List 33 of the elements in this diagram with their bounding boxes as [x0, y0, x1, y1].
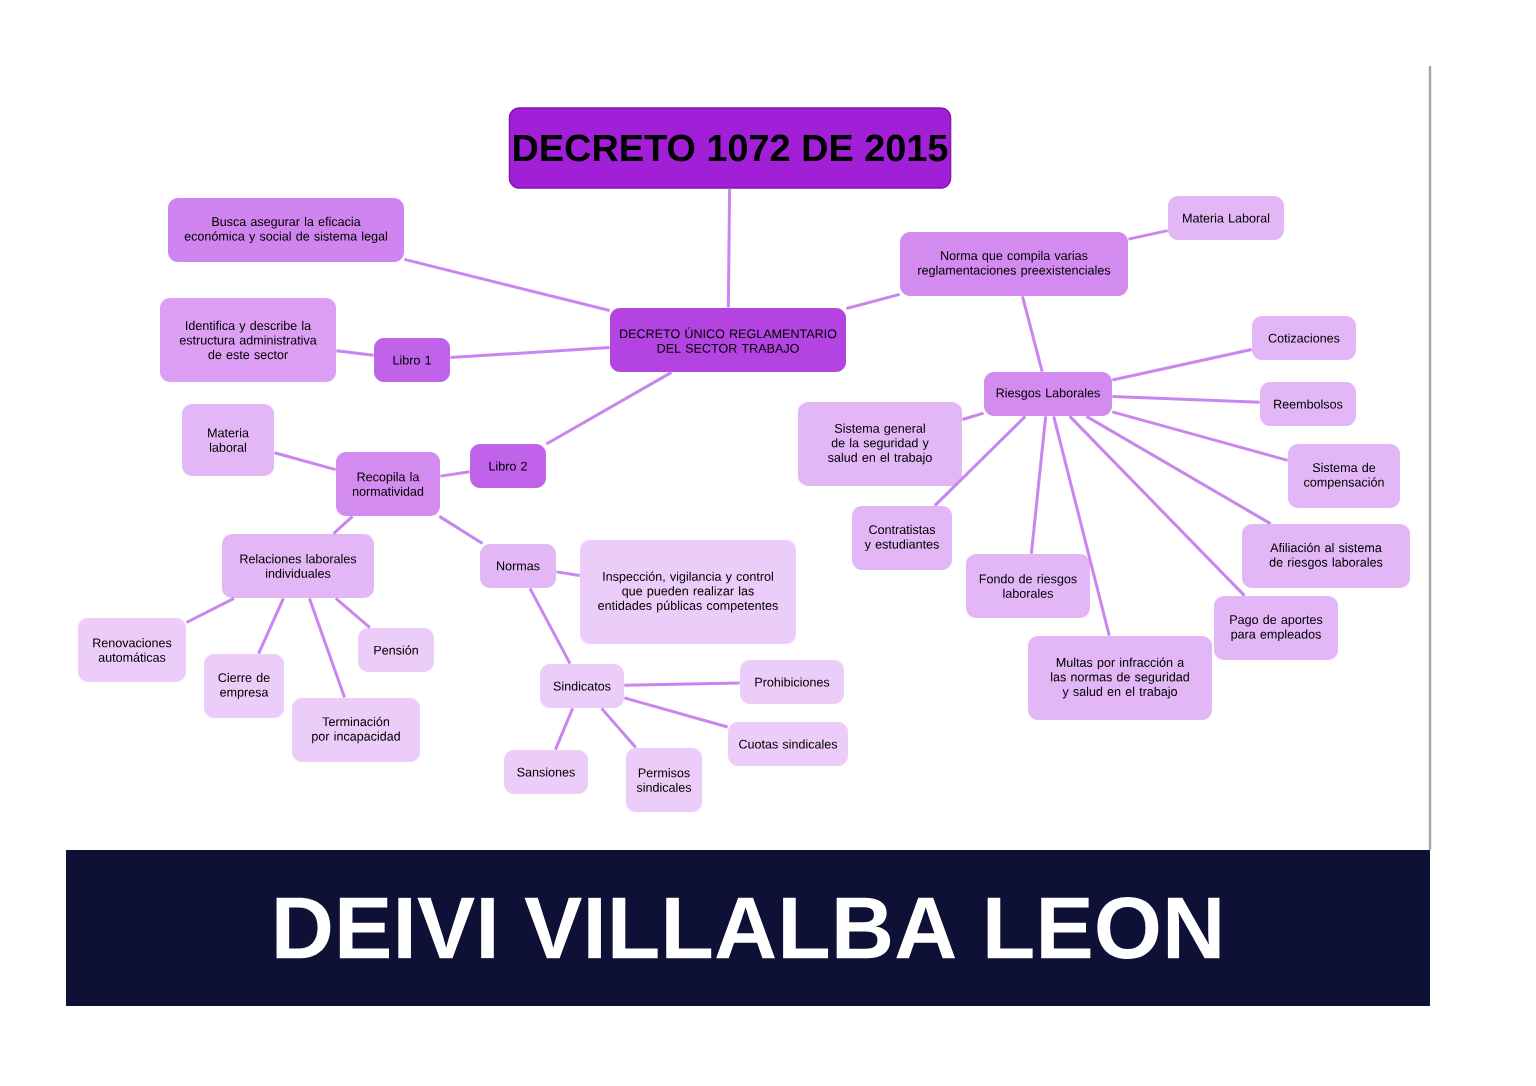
connector-line [185, 597, 235, 624]
connector-line [257, 597, 285, 655]
connector-line [332, 515, 354, 535]
connector-line [556, 570, 580, 577]
connector-line [600, 707, 637, 749]
connector-line [450, 345, 610, 360]
connector-line [1052, 416, 1111, 636]
name-banner: DEIVI VILLALBA LEON [66, 850, 1430, 1006]
connector-line [726, 188, 732, 308]
connector-line [274, 451, 336, 472]
connector-line [846, 292, 900, 310]
connector-line [308, 597, 346, 699]
connector-line [545, 371, 673, 446]
connector-line [1112, 410, 1288, 462]
connector-line [1112, 348, 1252, 382]
connector-line [438, 515, 484, 545]
connector-line [554, 707, 575, 751]
connector-line [528, 587, 572, 665]
connector-line [1112, 394, 1260, 404]
connector-line [1068, 415, 1246, 597]
connector-line [440, 470, 470, 478]
connector-line [962, 411, 985, 421]
connector-line [1128, 229, 1168, 241]
connector-line [1021, 296, 1044, 372]
connector-line [334, 597, 371, 629]
connector-line [336, 349, 374, 357]
connector-line [1029, 416, 1048, 554]
connector-line [933, 415, 1027, 507]
connector-line [624, 696, 728, 729]
connector-line [624, 681, 740, 687]
connector-line [404, 257, 610, 312]
title-box: DECRETO 1072 DE 2015 [508, 107, 952, 189]
connector-line [1085, 415, 1272, 525]
